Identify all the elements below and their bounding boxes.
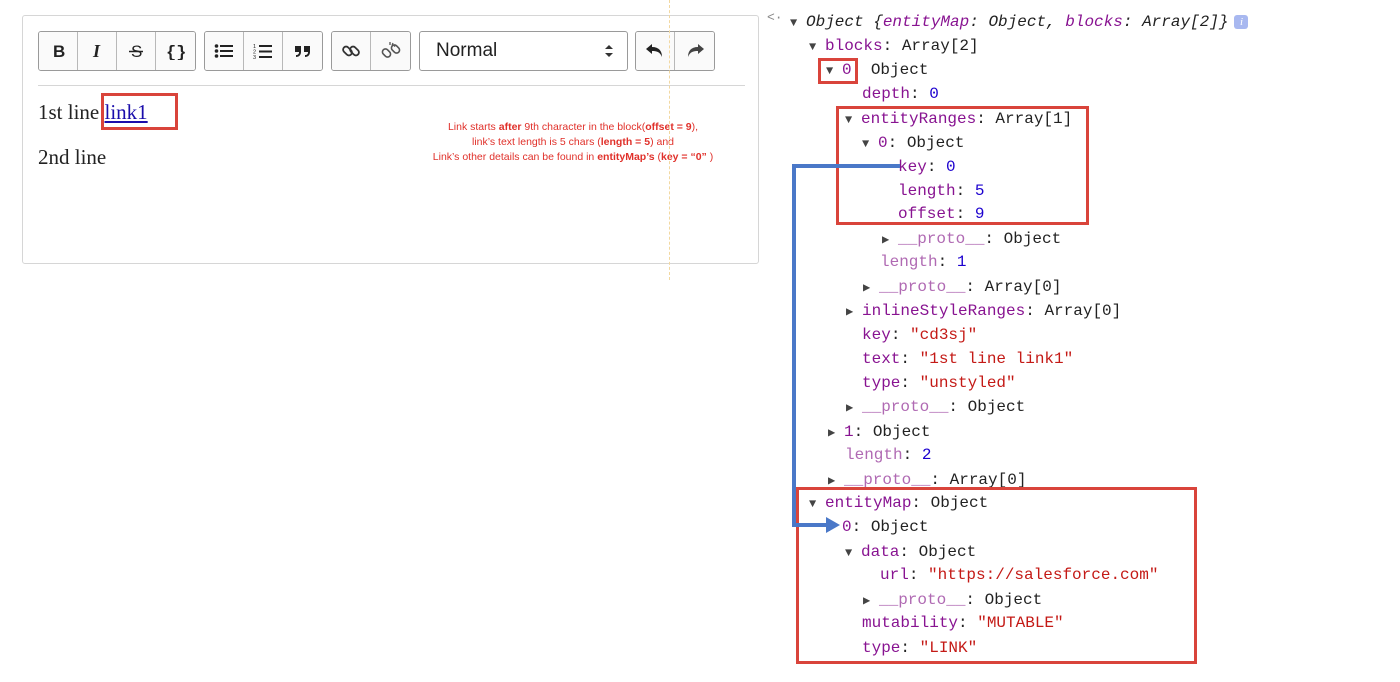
tree-prop-block-type: type: "unstyled" [862, 374, 1016, 392]
link-toolbar [331, 31, 411, 71]
svg-text:2: 2 [253, 49, 256, 55]
expanded-triangle-icon[interactable]: ▼ [809, 40, 817, 54]
tree-node-blocks-proto[interactable]: ▶__proto__: Array[0] [828, 469, 1026, 491]
tree-prop-range-key: key: 0 [898, 158, 956, 176]
tree-prop-depth: depth: 0 [862, 85, 939, 103]
code-button[interactable]: {} [156, 32, 195, 70]
tree-node-block-proto[interactable]: ▶__proto__: Object [846, 396, 1025, 418]
strikethrough-icon: S [127, 42, 145, 60]
link1-anchor[interactable]: link1 [104, 100, 148, 124]
tree-node-ranges-proto[interactable]: ▶__proto__: Array[0] [863, 276, 1061, 298]
tree-node-entity-data[interactable]: ▼data: Object [845, 541, 976, 563]
expanded-triangle-icon[interactable]: ▼ [790, 16, 798, 30]
blockquote-button[interactable] [283, 32, 322, 70]
note-line-2: link’s text length is 5 chars (length = … [471, 136, 675, 148]
line1-text: 1st line [38, 100, 105, 124]
undo-button[interactable] [636, 32, 675, 70]
history-toolbar [635, 31, 715, 71]
redo-icon [685, 42, 705, 60]
svg-text:1: 1 [253, 44, 256, 50]
unordered-list-button[interactable] [205, 32, 244, 70]
collapsed-triangle-icon[interactable]: ▶ [882, 233, 890, 247]
collapsed-triangle-icon[interactable]: ▶ [828, 426, 836, 440]
tree-node-entity-map[interactable]: ▼entityMap: Object [809, 492, 989, 514]
tree-prop-block-key: key: "cd3sj" [862, 326, 978, 344]
bold-icon: B [50, 42, 66, 60]
block-style-select[interactable]: Normal [419, 31, 628, 71]
expanded-triangle-icon[interactable]: ▼ [845, 546, 853, 560]
collapsed-triangle-icon[interactable]: ▶ [863, 594, 871, 608]
tree-root[interactable]: ▼Object {entityMap: Object, blocks: Arra… [790, 11, 1249, 33]
expanded-triangle-icon[interactable]: ▼ [809, 497, 817, 511]
expanded-triangle-icon[interactable]: ▼ [862, 137, 870, 151]
tree-node-block-1[interactable]: ▶1: Object [828, 421, 930, 443]
tree-prop-range-length: length: 5 [898, 182, 985, 200]
tree-prop-entity-type: type: "LINK" [862, 639, 978, 657]
back-arrow-icon[interactable]: <· [767, 10, 783, 25]
tree-node-entity-ranges[interactable]: ▼entityRanges: Array[1] [845, 108, 1072, 130]
link-icon [341, 41, 361, 61]
tree-node-blocks[interactable]: ▼blocks: Array[2] [809, 35, 979, 57]
toolbar-divider [38, 85, 745, 86]
redo-button[interactable] [675, 32, 714, 70]
italic-button[interactable]: I [78, 32, 117, 70]
unlink-button[interactable] [371, 32, 410, 70]
link-highlight-box [101, 93, 178, 130]
annotation-note: Link starts after 9th character in the b… [378, 120, 768, 165]
inline-style-toolbar: B I S {} [38, 31, 196, 71]
tree-node-inline-style-ranges[interactable]: ▶inlineStyleRanges: Array[0] [846, 300, 1121, 322]
text-block-2: 2nd line [38, 145, 107, 169]
panel-divider [669, 0, 671, 280]
strikethrough-button[interactable]: S [117, 32, 156, 70]
info-icon[interactable]: i [1234, 15, 1249, 29]
code-icon: {} [165, 42, 187, 60]
svg-text:B: B [53, 42, 65, 60]
bold-button[interactable]: B [39, 32, 78, 70]
collapsed-triangle-icon[interactable]: ▶ [846, 305, 854, 319]
tree-node-data-proto[interactable]: ▶__proto__: Object [863, 589, 1042, 611]
italic-icon: I [89, 42, 105, 60]
tree-prop-block-text: text: "1st line link1" [862, 350, 1074, 368]
collapsed-triangle-icon[interactable]: ▶ [846, 401, 854, 415]
text-block-1: 1st line link1 [38, 100, 148, 125]
svg-text:3: 3 [253, 55, 256, 60]
select-caret-icon [603, 42, 615, 66]
tree-node-entity-range-0[interactable]: ▼0: Object [862, 132, 964, 154]
entity-map-highlight-box [796, 487, 1197, 664]
tree-prop-range-offset: offset: 9 [898, 205, 985, 223]
tree-node-block-0[interactable]: ▼0: Object [826, 59, 928, 81]
block-style-value: Normal [436, 40, 498, 61]
bullet-list-icon [214, 43, 234, 59]
collapsed-triangle-icon[interactable]: ▶ [863, 281, 871, 295]
expanded-triangle-icon[interactable]: ▼ [845, 113, 853, 127]
undo-icon [645, 42, 665, 60]
tree-prop-url: url: "https://salesforce.com" [880, 566, 1159, 584]
tree-prop-ranges-length: length: 1 [880, 253, 967, 271]
collapsed-triangle-icon[interactable]: ▶ [828, 474, 836, 488]
tree-prop-mutability: mutability: "MUTABLE" [862, 614, 1064, 632]
block-0-highlight-box [818, 58, 858, 84]
unlink-icon [381, 41, 401, 61]
link-button[interactable] [332, 32, 371, 70]
note-line-3: Link’s other details can be found in ent… [432, 151, 714, 163]
note-line-1: Link starts after 9th character in the b… [447, 121, 699, 133]
tree-prop-blocks-length: length: 2 [845, 446, 932, 464]
quote-icon [294, 44, 312, 58]
tree-node-range-proto[interactable]: ▶__proto__: Object [882, 228, 1061, 250]
svg-text:{}: {} [166, 44, 186, 60]
expanded-triangle-icon[interactable]: ▼ [826, 64, 834, 78]
svg-text:I: I [92, 42, 101, 60]
